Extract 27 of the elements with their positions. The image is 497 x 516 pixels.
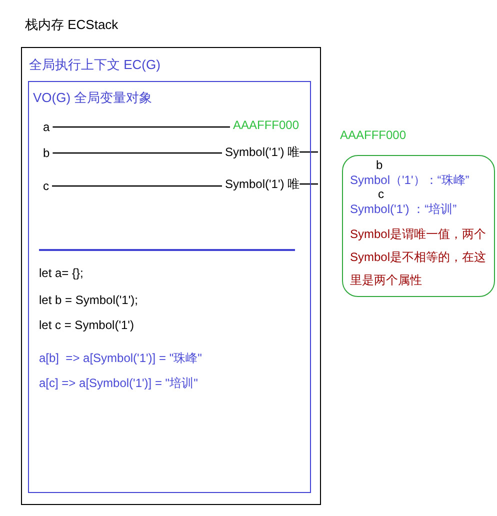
frame-box: [28, 81, 311, 493]
code-line: a[c] => a[Symbol('1')] = "培训": [39, 375, 198, 391]
diagram-title: 栈内存 ECStack: [25, 17, 118, 33]
property-entry: Symbol（'1'）：“珠峰”: [350, 172, 470, 188]
connector-line: [52, 185, 222, 187]
key-label: b: [376, 159, 383, 172]
heap-address: AAAFFF000: [340, 127, 406, 143]
variable-name: b: [43, 145, 50, 161]
symbol-value: Symbol('1') 唯: [225, 144, 300, 160]
address-value: AAAFFF000: [233, 117, 300, 133]
connector-line: [52, 126, 230, 128]
connector-line: [300, 151, 318, 153]
code-line: let a= {};: [39, 265, 84, 281]
note-text: Symbol是谓唯一值，两个Symbol是不相等的，在这里是两个属性: [350, 226, 487, 289]
property-entry: Symbol('1') ：“培训”: [350, 201, 457, 217]
code-line: a[b] => a[Symbol('1')] = "珠峰": [39, 350, 202, 366]
connector-line: [52, 152, 222, 154]
code-line: let b = Symbol('1');: [39, 292, 138, 308]
frame-heading: 全局执行上下文 EC(G): [29, 57, 160, 73]
frame-heading: VO(G) 全局变量对象: [33, 90, 152, 106]
code-line: let c = Symbol('1'): [39, 317, 134, 333]
key-label: c: [378, 188, 384, 201]
symbol-value: Symbol('1') 唯: [225, 176, 300, 192]
connector-line: [300, 183, 318, 185]
frame-box: [21, 47, 321, 505]
variable-name: c: [43, 178, 49, 194]
variable-name: a: [43, 119, 50, 135]
